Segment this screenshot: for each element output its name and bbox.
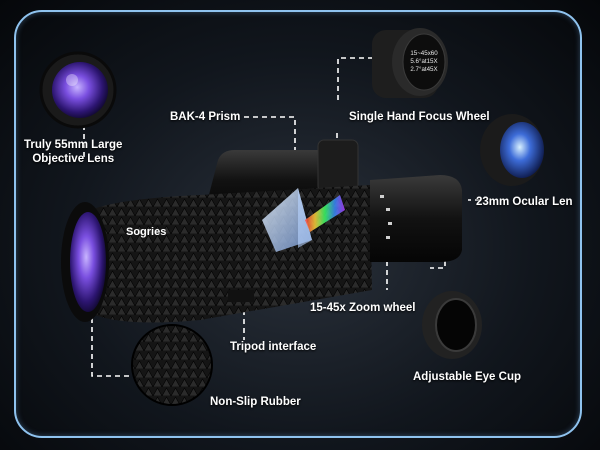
- engraving-line-1: 15~45x60: [410, 50, 438, 57]
- objective-lens-inset: [39, 51, 117, 129]
- prism-graphic: [262, 188, 345, 252]
- engraving-line-2: 5.6°at15X: [410, 58, 437, 65]
- label-objective-lens-line2: Objective Lens: [32, 153, 115, 165]
- label-objective-lens-line1: Truly 55mm Large: [24, 139, 123, 151]
- monocular: [61, 139, 462, 323]
- engraving-line-3: 2.7°at45X: [410, 66, 437, 73]
- label-tripod: Tripod interface: [230, 341, 317, 353]
- brand-logo: Sogries: [126, 226, 166, 238]
- label-prism: BAK-4 Prism: [170, 111, 241, 123]
- label-zoom-wheel: 15-45x Zoom wheel: [310, 302, 416, 314]
- label-focus-wheel: Single Hand Focus Wheel: [349, 111, 490, 123]
- focus-wheel-inset: 15~45x60 5.6°at15X 2.7°at45X: [372, 28, 448, 98]
- eye-cup-inset: [422, 291, 482, 359]
- label-objective-lens: Truly 55mm Large Objective Lens: [24, 138, 122, 166]
- label-eye-cup: Adjustable Eye Cup: [413, 371, 521, 383]
- label-ocular-lens: 23mm Ocular Len: [476, 196, 573, 208]
- rubber-texture-inset: [131, 324, 213, 406]
- ocular-lens-inset: [480, 114, 544, 186]
- highlight-frame: [14, 10, 582, 438]
- label-rubber: Non-Slip Rubber: [210, 396, 301, 408]
